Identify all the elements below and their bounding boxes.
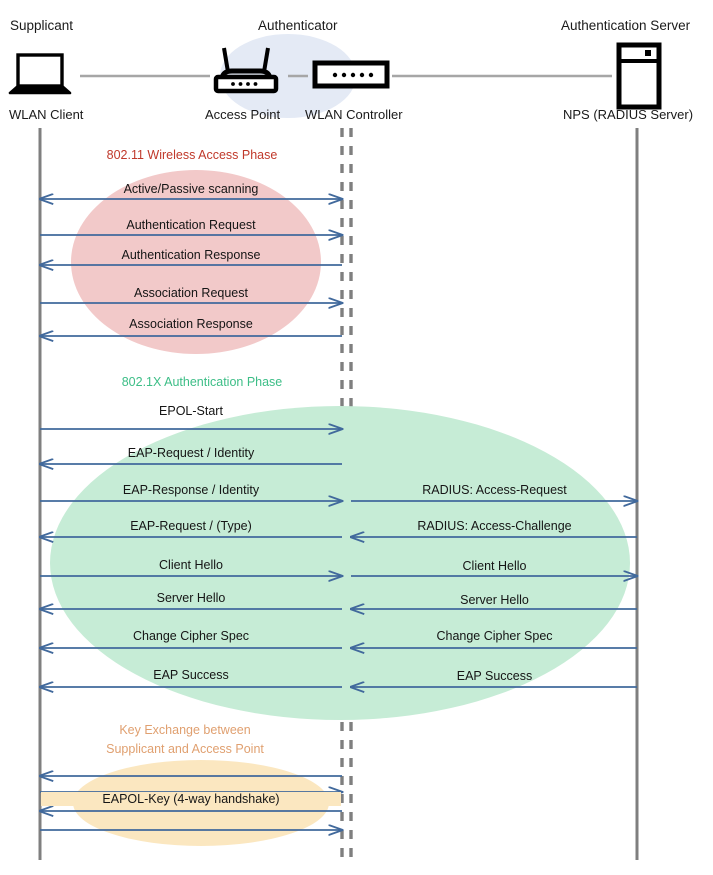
msg-client-hello-left: Client Hello xyxy=(159,558,223,572)
actor-device-access-point: Access Point xyxy=(205,107,281,122)
phase-label-keyexchange-line1: Key Exchange between xyxy=(119,723,251,737)
msg-eap-success-right: EAP Success xyxy=(456,669,533,683)
msg-server-hello-left: Server Hello xyxy=(156,591,226,605)
msg-authentication-response: Authentication Response xyxy=(121,248,261,262)
actor-role-supplicant: Supplicant xyxy=(10,18,74,33)
msg-eap-request-type: EAP-Request / (Type) xyxy=(130,519,252,533)
actor-role-auth-server: Authentication Server xyxy=(561,18,691,33)
phase-label-8021x: 802.1X Authentication Phase xyxy=(121,375,283,389)
msg-change-cipher-spec-right: Change Cipher Spec xyxy=(436,629,553,643)
actor-device-nps: NPS (RADIUS Server) xyxy=(563,107,694,122)
msg-eap-request-identity: EAP-Request / Identity xyxy=(127,446,255,460)
phase-label-80211: 802.11 Wireless Access Phase xyxy=(106,148,278,162)
msg-active-passive-scanning: Active/Passive scanning xyxy=(123,182,259,196)
msg-client-hello-right: Client Hello xyxy=(462,559,527,573)
phase-80211-arrows xyxy=(40,199,342,336)
phase-8021x-left-arrows xyxy=(40,429,342,687)
actor-device-wlan-controller: WLAN Controller xyxy=(305,107,403,122)
phase-8021x-right-arrows xyxy=(351,501,637,687)
msg-association-response: Association Response xyxy=(129,317,253,331)
msg-authentication-request: Authentication Request xyxy=(126,218,256,232)
actor-role-authenticator: Authenticator xyxy=(258,18,338,33)
msg-radius-access-request: RADIUS: Access-Request xyxy=(422,483,567,497)
msg-association-request: Association Request xyxy=(134,286,248,300)
actor-device-wlan-client: WLAN Client xyxy=(9,107,84,122)
msg-change-cipher-spec-left: Change Cipher Spec xyxy=(132,629,250,643)
laptop-icon xyxy=(8,53,72,95)
msg-radius-access-challenge: RADIUS: Access-Challenge xyxy=(417,519,572,533)
phase-8021x-blob xyxy=(50,406,630,720)
server-icon xyxy=(616,42,662,110)
msg-server-hello-right: Server Hello xyxy=(460,593,529,607)
msg-eap-success-left: EAP Success xyxy=(153,668,229,682)
phase-80211-blob xyxy=(71,170,321,354)
wlan-controller-icon xyxy=(312,60,390,89)
msg-eap-response-identity: EAP-Response / Identity xyxy=(122,483,260,497)
msg-epol-start: EPOL-Start xyxy=(159,404,223,418)
msg-eapol-key-4way-handshake: EAPOL-Key (4-way handshake) xyxy=(41,792,341,806)
access-point-icon xyxy=(213,47,279,94)
phase-label-keyexchange-line2: Supplicant and Access Point xyxy=(106,742,264,756)
